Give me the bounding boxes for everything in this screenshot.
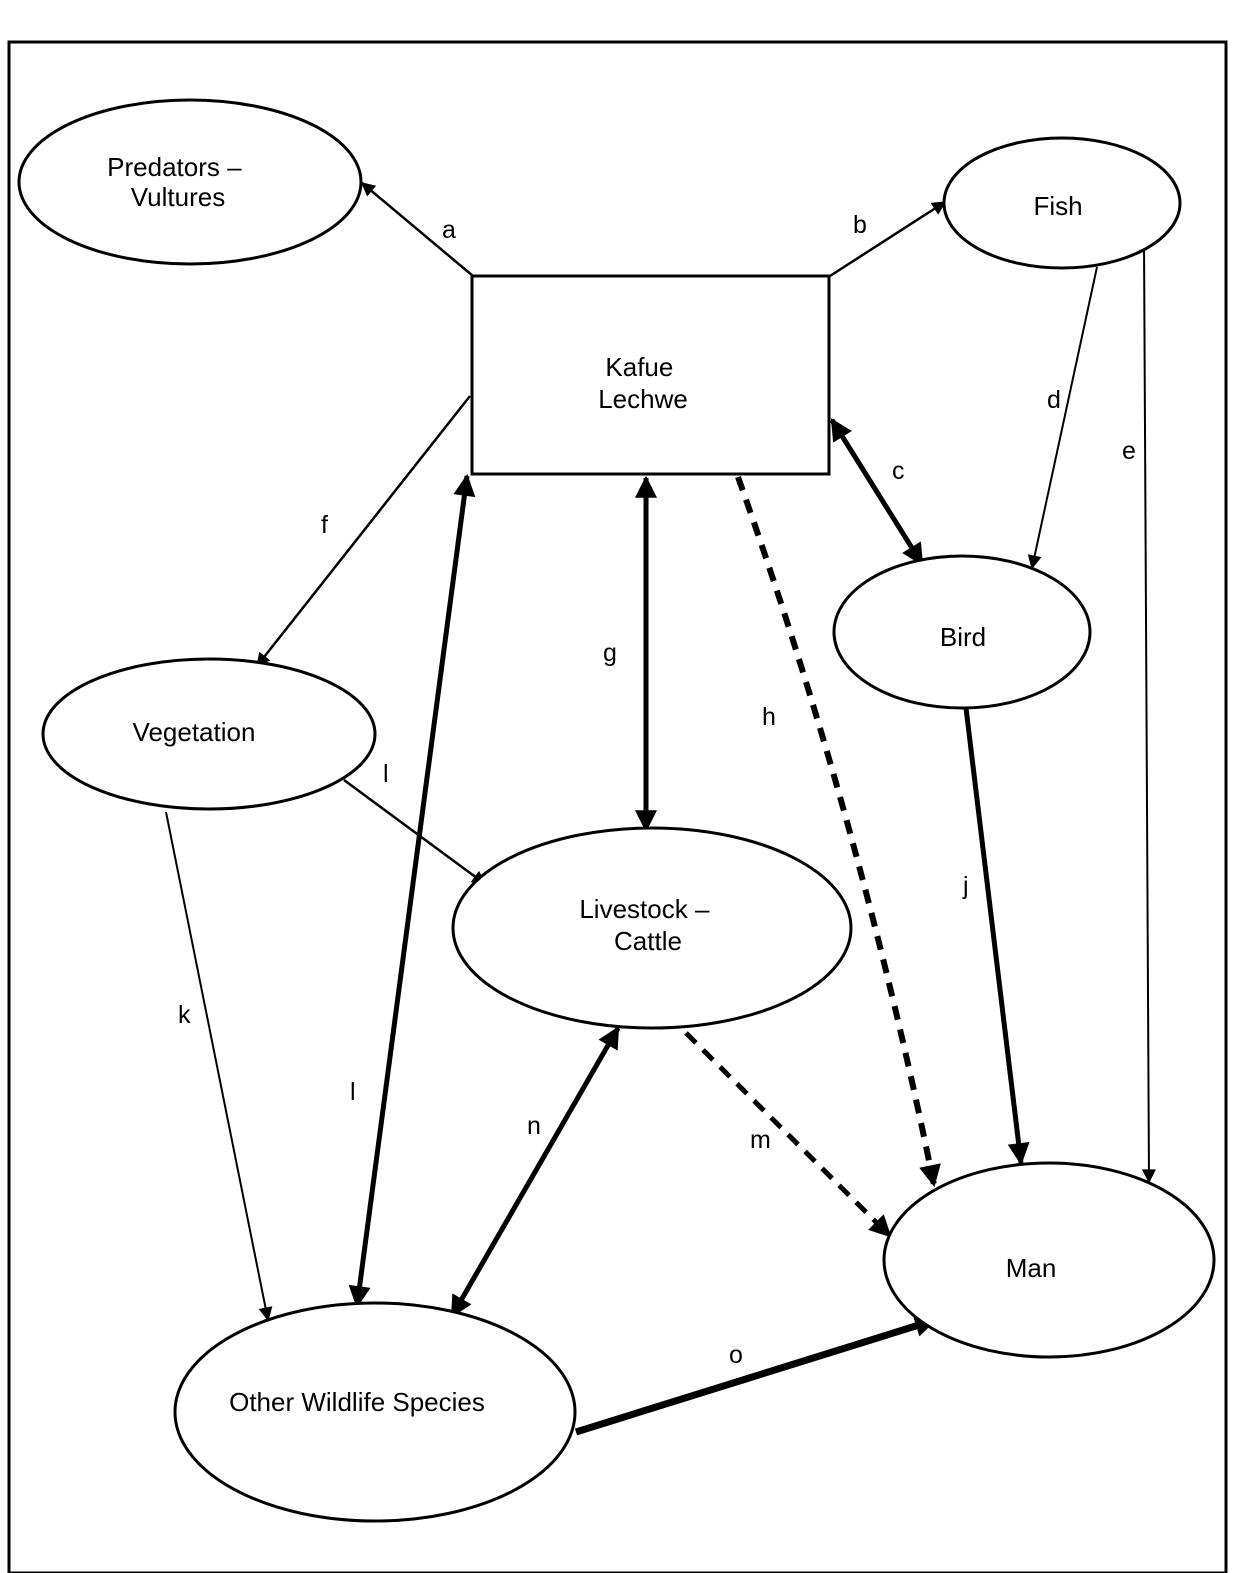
edge-m-line xyxy=(684,1031,892,1238)
svg-text:Other Wildlife Species: Other Wildlife Species xyxy=(229,1387,485,1417)
edge-f-line xyxy=(256,395,471,668)
edge-b-label: b xyxy=(853,211,867,239)
edge-d-line xyxy=(1027,266,1098,570)
edge-k-line xyxy=(165,811,273,1322)
node-wildlife-shape xyxy=(173,1301,577,1523)
node-bird: Bird xyxy=(832,554,1092,710)
svg-text:Bird: Bird xyxy=(940,622,986,652)
edge-j-label: j xyxy=(962,872,969,900)
node-vegetation-line1: Vegetation xyxy=(133,717,256,747)
node-livestock: Livestock – Cattle xyxy=(451,826,853,1030)
node-kafue-line2: Lechwe xyxy=(598,384,688,414)
node-predators-line2: Vultures xyxy=(131,182,225,212)
edge-c-line xyxy=(829,418,925,566)
node-livestock-shape xyxy=(451,826,853,1030)
edge-labels: a b c d e f g h l j k l m n o xyxy=(178,211,1136,1369)
edge-h-line xyxy=(735,475,941,1188)
node-man-shape xyxy=(882,1161,1216,1359)
svg-text:Fish: Fish xyxy=(1033,191,1082,221)
edge-j-line xyxy=(963,707,1030,1166)
edge-i-label: l xyxy=(383,760,389,788)
edge-n-label: n xyxy=(527,1112,541,1140)
edge-b-line xyxy=(829,200,947,278)
edge-f-label: f xyxy=(321,511,328,539)
edge-l-line xyxy=(348,473,476,1309)
edge-g-label: g xyxy=(603,639,617,667)
edge-k-label: k xyxy=(178,1001,191,1029)
node-bird-shape xyxy=(832,554,1092,710)
node-fish-shape xyxy=(942,136,1182,270)
svg-text:Predators – Vultures: Predators – Vultures xyxy=(107,152,249,212)
edge-n-line xyxy=(449,1026,621,1318)
node-vegetation-shape xyxy=(41,657,377,811)
node-livestock-line1: Livestock – xyxy=(579,894,710,924)
node-fish: Fish xyxy=(942,136,1182,270)
svg-text:Vegetation: Vegetation xyxy=(133,717,256,747)
svg-text:Man: Man xyxy=(1006,1253,1057,1283)
edge-a-label: a xyxy=(442,216,456,244)
edge-a-line xyxy=(360,182,474,277)
node-livestock-line2: Cattle xyxy=(614,926,682,956)
diagram-frame xyxy=(7,40,1228,1573)
node-vegetation: Vegetation xyxy=(41,657,377,811)
edge-d-label: d xyxy=(1047,386,1061,414)
edges xyxy=(165,182,1156,1436)
svg-text:Livestock – Cattle: Livestock – Cattle xyxy=(579,894,716,956)
node-bird-line1: Bird xyxy=(940,622,986,652)
edge-e-label: e xyxy=(1122,437,1136,465)
edge-o-line xyxy=(574,1315,938,1436)
edge-o-label: o xyxy=(729,1341,743,1369)
node-predators-shape xyxy=(17,98,363,266)
node-predators-line1: Predators – xyxy=(107,152,242,182)
node-man: Man xyxy=(882,1161,1216,1359)
edge-h-label: h xyxy=(762,703,776,731)
node-predators: Predators – Vultures xyxy=(17,98,363,266)
node-kafue-shape xyxy=(470,274,831,476)
node-fish-line1: Fish xyxy=(1033,191,1082,221)
edge-l-label: l xyxy=(350,1078,356,1106)
edge-m-label: m xyxy=(750,1126,771,1154)
edge-c-label: c xyxy=(892,457,905,485)
svg-text:Kafue Lechwe: Kafue Lechwe xyxy=(598,352,688,414)
node-kafue: Kafue Lechwe xyxy=(470,274,831,476)
node-wildlife: Other Wildlife Species xyxy=(173,1301,577,1523)
node-man-line1: Man xyxy=(1006,1253,1057,1283)
node-kafue-line1: Kafue xyxy=(605,352,673,382)
edge-e-line xyxy=(1141,241,1156,1184)
node-wildlife-line1: Other Wildlife Species xyxy=(229,1387,485,1417)
